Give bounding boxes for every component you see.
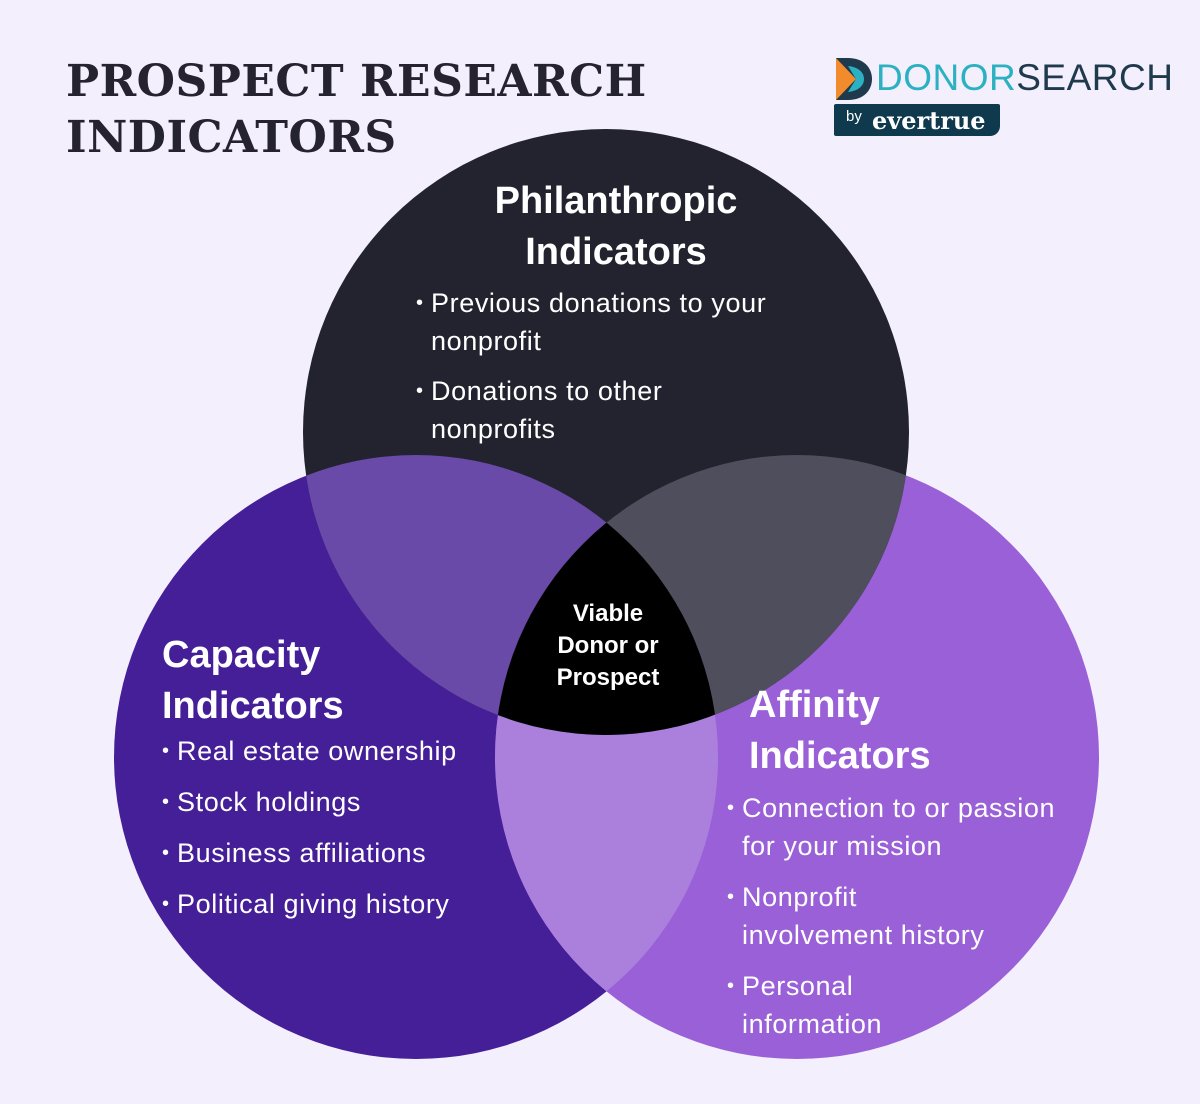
center-label-line-2: Donor or xyxy=(557,632,659,659)
capacity-list: Real estate ownership Stock holdings Bus… xyxy=(162,732,457,923)
affinity-title: Affinity Indicators xyxy=(749,680,931,782)
affinity-item-line: involvement history xyxy=(742,920,985,950)
affinity-item-line: for your mission xyxy=(742,831,943,861)
center-intersection xyxy=(495,455,718,735)
center-label: Viable Donor or Prospect xyxy=(528,598,688,694)
philanthropic-list: Previous donations to your nonprofit Don… xyxy=(416,284,766,448)
logo-evertrue-text: evertrue xyxy=(872,106,986,135)
affinity-item-line: Connection to or passion xyxy=(742,793,1056,823)
philanthropic-item-line: Donations to other xyxy=(431,376,663,406)
logo-evertrue-badge: by evertrue xyxy=(834,104,1000,136)
capacity-item: Stock holdings xyxy=(162,783,457,821)
capacity-item: Business affiliations xyxy=(162,834,457,872)
donorsearch-logo: DONORSEARCH by evertrue xyxy=(832,52,1173,142)
capacity-item: Political giving history xyxy=(162,885,457,923)
capacity-title: Capacity Indicators xyxy=(162,630,344,732)
affinity-item: Personal information xyxy=(727,967,1055,1043)
center-label-line-3: Prospect xyxy=(556,664,660,691)
affinity-item-line: Personal xyxy=(742,971,854,1001)
philanthropic-title: Philanthropic Indicators xyxy=(486,176,746,278)
center-label-line-1: Viable xyxy=(572,600,644,627)
donorsearch-mark-icon xyxy=(836,58,872,100)
title-line-1: PROSPECT RESEARCH xyxy=(66,56,647,107)
logo-wordmark: DONORSEARCH xyxy=(876,56,1173,100)
philanthropic-title-line-2: Indicators xyxy=(525,231,707,273)
page-title: PROSPECT RESEARCH INDICATORS xyxy=(66,54,647,166)
affinity-item: Connection to or passion for your missio… xyxy=(727,789,1055,865)
affinity-title-line-2: Indicators xyxy=(749,735,931,777)
philanthropic-item-line: nonprofit xyxy=(431,326,542,356)
affinity-item-line: information xyxy=(742,1009,883,1039)
philanthropic-item: Donations to other nonprofits xyxy=(416,372,766,448)
title-line-2: INDICATORS xyxy=(66,112,397,163)
affinity-item-line: Nonprofit xyxy=(742,882,857,912)
affinity-item: Nonprofit involvement history xyxy=(727,878,1055,954)
affinity-list: Connection to or passion for your missio… xyxy=(727,789,1055,1043)
affinity-title-line-1: Affinity xyxy=(749,684,880,726)
philanthropic-item-line: nonprofits xyxy=(431,414,556,444)
logo-search-text: SEARCH xyxy=(1016,57,1174,98)
capacity-title-line-1: Capacity xyxy=(162,634,321,676)
logo-donor-text: DONOR xyxy=(876,57,1017,98)
philanthropic-title-line-1: Philanthropic xyxy=(494,180,738,222)
logo-by-text: by xyxy=(846,108,862,125)
capacity-title-line-2: Indicators xyxy=(162,685,344,727)
philanthropic-item-line: Previous donations to your xyxy=(431,288,767,318)
philanthropic-item: Previous donations to your nonprofit xyxy=(416,284,766,360)
capacity-item: Real estate ownership xyxy=(162,732,457,770)
